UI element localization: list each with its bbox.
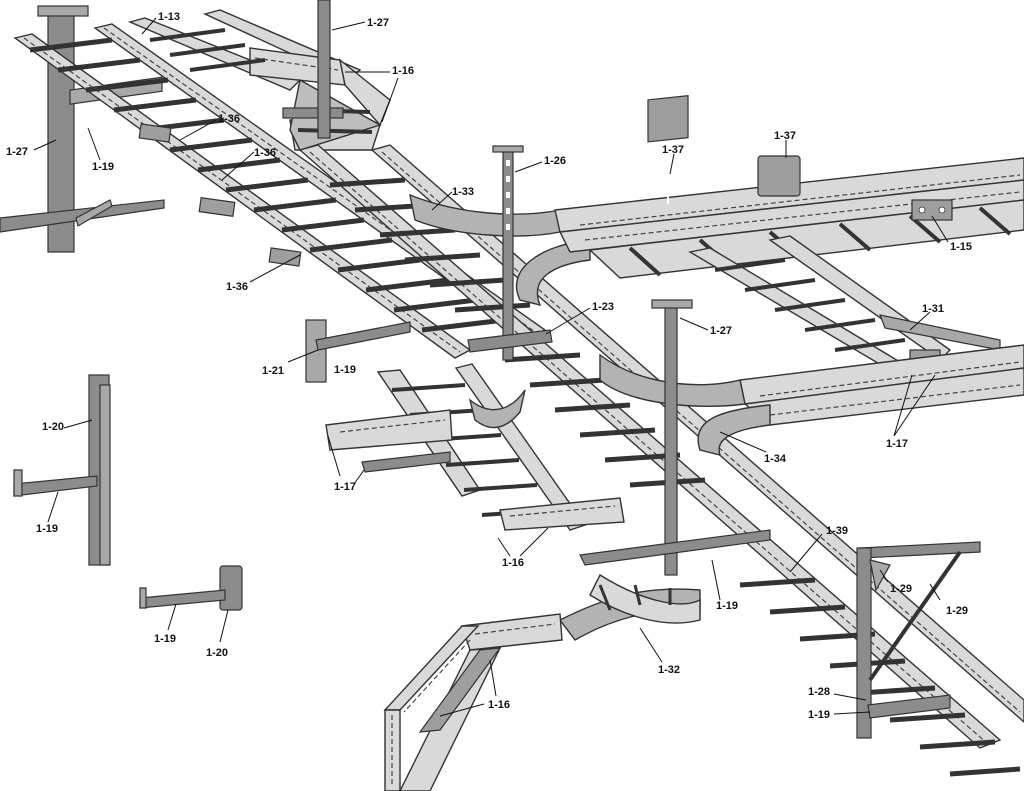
callout-1-36-c: 1-36: [226, 281, 248, 293]
callout-1-17-right: 1-17: [886, 438, 908, 450]
callout-1-27-left: 1-27: [6, 146, 28, 158]
bracket-1-29: [856, 541, 981, 739]
right-mid-trough: [739, 344, 1024, 426]
callout-1-19-d: 1-19: [154, 633, 176, 645]
splice-1-16-mid: [499, 497, 625, 531]
top-threaded-rod: [317, 0, 331, 139]
callout-1-34: 1-34: [764, 453, 787, 465]
upright-1-20-b: [139, 565, 243, 611]
bracket-1-28: [867, 694, 951, 719]
bend-1-34: [599, 353, 746, 407]
callout-1-37-a: 1-37: [662, 144, 684, 156]
callout-1-39: 1-39: [826, 525, 848, 537]
callout-1-13-top: 1-13: [158, 11, 180, 23]
callout-1-17-left: 1-17: [334, 481, 356, 493]
splice-1-23: [467, 329, 553, 353]
callout-1-28: 1-28: [808, 686, 830, 698]
rod-mid-1-27: [651, 299, 693, 576]
callout-1-26: 1-26: [544, 155, 566, 167]
upright-1-20-a: [13, 374, 111, 566]
callout-1-27-mid: 1-27: [710, 325, 732, 337]
callout-1-16-bot: 1-16: [488, 699, 510, 711]
callout-1-19-mid: 1-19: [334, 364, 356, 376]
strut-1-19-center: [579, 529, 771, 566]
bottom-vertical-trough: [383, 613, 563, 791]
callout-1-16-top: 1-16: [392, 65, 414, 77]
callout-1-31: 1-31: [922, 303, 944, 315]
callout-1-37-b: 1-37: [774, 130, 796, 142]
callout-1-32: 1-32: [658, 664, 680, 676]
bend-1-32: [558, 573, 701, 641]
callout-1-29-a: 1-29: [890, 583, 912, 595]
callout-labels: 1-13 1-27 1-16 1-27 1-19 1-36 1-36 1-36 …: [6, 11, 972, 721]
callout-1-20-b: 1-20: [206, 647, 228, 659]
callout-1-19-e: 1-19: [808, 709, 830, 721]
callout-1-16-mid: 1-16: [502, 557, 524, 569]
callout-1-36-a: 1-36: [218, 113, 240, 125]
callout-1-36-b: 1-36: [254, 147, 276, 159]
right-upper-trough: [554, 157, 1024, 279]
callout-1-19-c: 1-19: [716, 600, 738, 612]
callout-1-19-b: 1-19: [36, 523, 58, 535]
callout-1-15: 1-15: [950, 241, 972, 253]
callout-1-27-top: 1-27: [367, 17, 389, 29]
rod-1-26: [492, 145, 524, 361]
callout-1-33: 1-33: [452, 186, 474, 198]
callout-1-20-a: 1-20: [42, 421, 64, 433]
callout-leaders: [33, 17, 949, 717]
callout-1-29-b: 1-29: [946, 605, 968, 617]
callout-1-19-left: 1-19: [92, 161, 114, 173]
cover-plate-star: [647, 95, 689, 204]
callout-1-21: 1-21: [262, 365, 284, 377]
callout-1-23: 1-23: [592, 301, 614, 313]
cover-plate-blank: [757, 155, 801, 197]
